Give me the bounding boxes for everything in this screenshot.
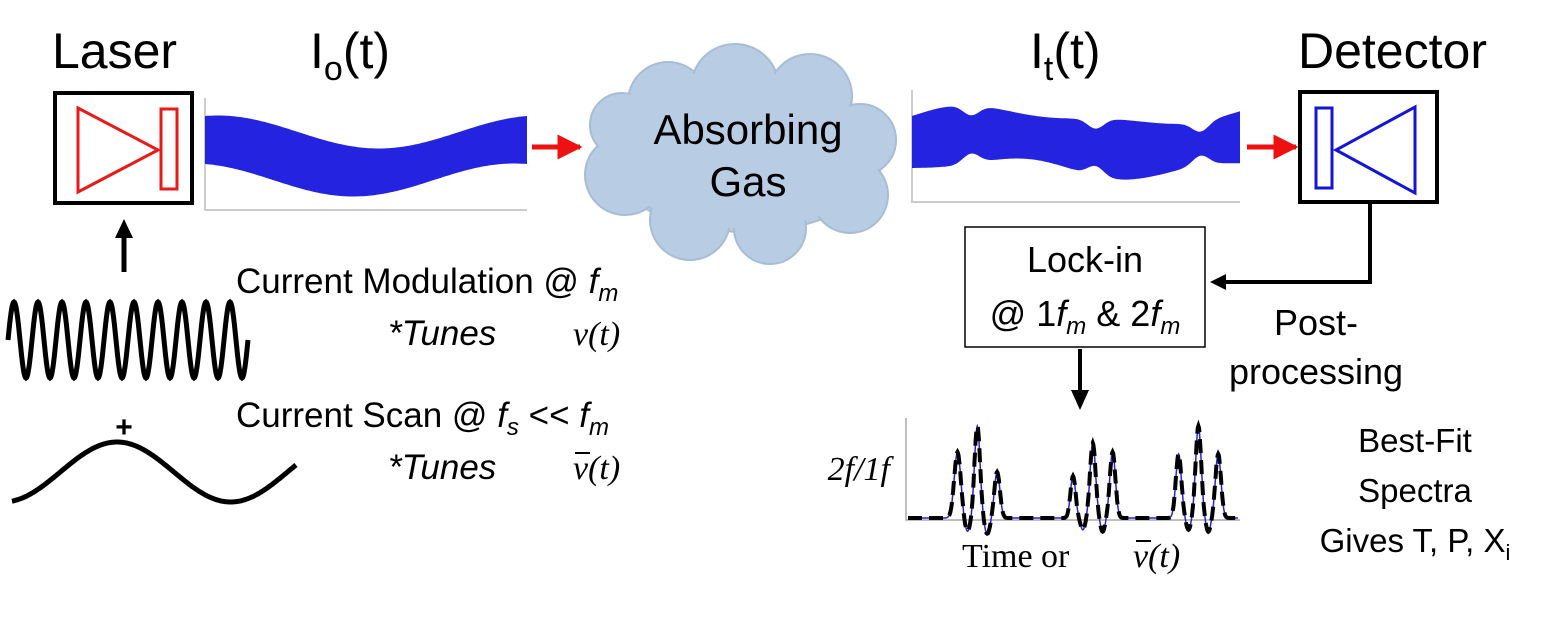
lockin-input-arrowhead	[1210, 274, 1226, 290]
laser-label: Laser	[52, 23, 177, 79]
spectrum-ylabel: 2f/1f	[828, 451, 895, 488]
spectrum-arrowhead	[1071, 390, 1089, 410]
detector-label: Detector	[1298, 23, 1487, 79]
modulation-tunes-symbol: v(t)	[573, 316, 620, 353]
lockin-box	[964, 226, 1206, 348]
lockin-label-line2: @ 1fm & 2fm	[990, 293, 1181, 340]
incident-intensity-label: Io(t)	[310, 23, 390, 88]
incident-beam-plot	[204, 98, 527, 211]
lockin-label-line1: Lock-in	[1027, 239, 1143, 280]
laser-input-arrowhead	[115, 219, 133, 238]
modulation-wave	[5, 298, 251, 382]
modulation-tunes-label: *Tunes	[388, 314, 496, 353]
result-line3: Gives T, P, Xi	[1320, 522, 1511, 565]
laser-diode-triangle	[76, 105, 162, 195]
detector-box	[1298, 90, 1439, 204]
transmitted-intensity-label: It(t)	[1030, 23, 1101, 88]
modulation-text: Current Modulation @ fm	[236, 262, 618, 307]
postprocessing-label-line1: Post-	[1274, 302, 1358, 343]
laser-diode-bar	[159, 107, 179, 191]
spectrum-xlabel-prefix: Time or	[962, 538, 1070, 575]
absorbing-gas-cloud	[584, 43, 897, 265]
result-line1: Best-Fit	[1358, 422, 1472, 459]
detector-to-lockin-line	[1220, 202, 1372, 284]
transmitted-beam-plot	[911, 90, 1240, 203]
scan-tunes-label: *Tunes	[388, 448, 496, 487]
detector-diode-triangle	[1332, 104, 1417, 196]
incident-beam-band	[205, 115, 527, 197]
spectrum-xlabel-symbol: v(t)	[1133, 538, 1180, 575]
scan-text: Current Scan @ fs << fm	[236, 396, 609, 441]
scan-tunes-symbol: v(t)	[573, 450, 620, 487]
spectrum-axes	[905, 418, 1240, 521]
transmitted-beam-band	[912, 106, 1240, 180]
plus-sign: +	[115, 411, 133, 444]
result-line2: Spectra	[1358, 472, 1472, 509]
laser-box	[53, 91, 194, 205]
gas-label-line2: Gas	[709, 158, 786, 205]
gas-label-line1: Absorbing	[653, 106, 842, 153]
spectrum-measured-curve	[908, 419, 1238, 537]
scan-wave	[11, 439, 298, 505]
postprocessing-label-line2: processing	[1229, 351, 1403, 392]
detector-diode-bar	[1314, 106, 1334, 190]
